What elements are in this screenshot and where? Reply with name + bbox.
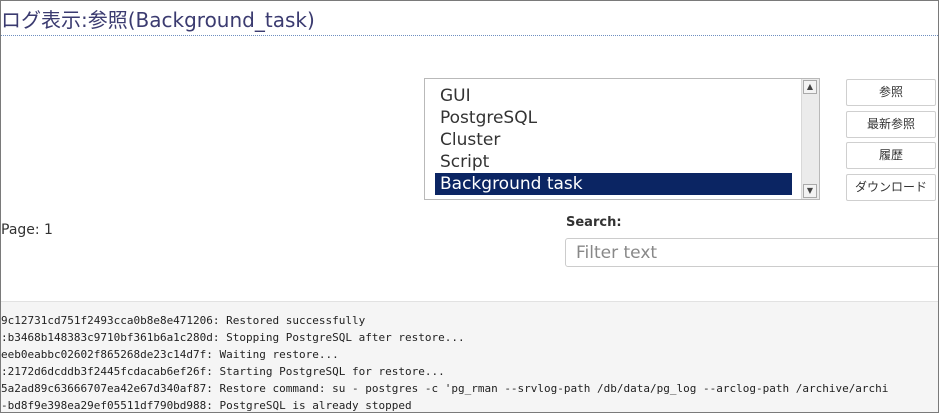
log-line: 9c12731cd751f2493cca0b8e8e471206: Restor… bbox=[1, 314, 366, 327]
log-source-option-postgresql[interactable]: PostgreSQL bbox=[440, 108, 538, 128]
view-button[interactable]: 参照 bbox=[846, 79, 936, 106]
log-lines: 9c12731cd751f2493cca0b8e8e471206: Restor… bbox=[1, 312, 889, 412]
page-title: ログ表示:参照(Background_task) bbox=[1, 8, 315, 32]
log-output: 9c12731cd751f2493cca0b8e8e471206: Restor… bbox=[1, 301, 938, 412]
log-line: -bd8f9e398ea29ef05511df790bd988: Postgre… bbox=[1, 399, 412, 412]
log-line: :2172d6dcddb3f2445fcdacab6ef26f: Startin… bbox=[1, 365, 445, 378]
log-line: :b3468b148383c9710bf361b6a1c280d: Stoppi… bbox=[1, 331, 465, 344]
log-source-option-script[interactable]: Script bbox=[440, 152, 490, 172]
log-source-option-gui[interactable]: GUI bbox=[440, 86, 471, 106]
log-source-options: GUI PostgreSQL Cluster Script Background… bbox=[435, 85, 792, 195]
search-input[interactable] bbox=[565, 238, 938, 267]
scroll-up-arrow-icon[interactable]: ▲ bbox=[803, 80, 817, 94]
history-button[interactable]: 履歴 bbox=[846, 142, 936, 169]
log-source-listbox[interactable]: GUI PostgreSQL Cluster Script Background… bbox=[424, 78, 820, 200]
title-divider bbox=[1, 35, 938, 36]
latest-view-button[interactable]: 最新参照 bbox=[846, 111, 936, 138]
log-source-option-cluster[interactable]: Cluster bbox=[440, 130, 501, 150]
log-line: 5a2ad89c63666707ea42e67d340af87: Restore… bbox=[1, 382, 889, 395]
scroll-down-arrow-icon[interactable]: ▼ bbox=[803, 184, 817, 198]
log-source-option-background-task[interactable]: Background task bbox=[435, 173, 792, 195]
listbox-scrollbar[interactable]: ▲ ▼ bbox=[801, 79, 819, 199]
download-button[interactable]: ダウンロード bbox=[846, 174, 936, 201]
search-label: Search: bbox=[566, 215, 622, 230]
page-indicator: Page: 1 bbox=[1, 222, 53, 238]
log-line: eeb0eabbc02602f865268de23c14d7f: Waiting… bbox=[1, 348, 339, 361]
